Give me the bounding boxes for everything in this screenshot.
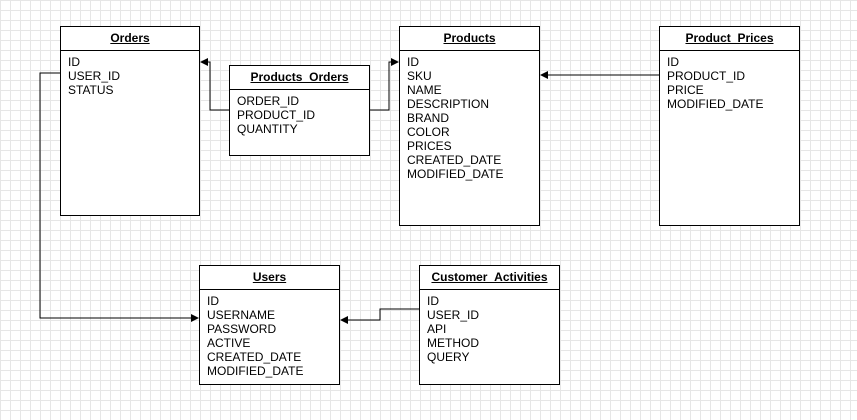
products-table[interactable]: Products ID SKU NAME DESCRIPTION BRAND C… (399, 26, 540, 226)
products-field-sku: SKU (407, 69, 432, 83)
orders-field-status: STATUS (68, 83, 114, 97)
product-prices-field-product-id: PRODUCT_ID (667, 69, 746, 83)
products-table-title: Products (400, 27, 539, 51)
product-prices-field-modified-date: MODIFIED_DATE (667, 97, 764, 111)
connector-products-orders-to-products (369, 58, 399, 111)
customer-activities-field-list: ID USER_ID API METHOD QUERY (420, 290, 559, 364)
users-table-title: Users (200, 266, 339, 290)
products-field-brand: BRAND (407, 111, 450, 125)
product-prices-field-price: PRICE (667, 83, 704, 97)
products-orders-field-order-id: ORDER_ID (237, 94, 300, 108)
products-field-prices: PRICES (407, 139, 452, 153)
orders-field-user-id: USER_ID (68, 69, 121, 83)
products-orders-field-list: ORDER_ID PRODUCT_ID QUANTITY (230, 90, 369, 136)
customer-activities-field-query: QUERY (427, 350, 470, 364)
orders-field-id: ID (68, 55, 80, 69)
products-field-modified-date: MODIFIED_DATE (407, 167, 504, 181)
connector-customer-activities-to-users (340, 308, 419, 324)
products-orders-table-title: Products_Orders (230, 66, 369, 90)
customer-activities-table-title: Customer_Activities (420, 266, 559, 290)
users-field-created-date: CREATED_DATE (207, 350, 302, 364)
products-field-id: ID (407, 55, 419, 69)
customer-activities-field-api: API (427, 322, 447, 336)
products-orders-table[interactable]: Products_Orders ORDER_ID PRODUCT_ID QUAN… (229, 65, 370, 156)
products-orders-field-quantity: QUANTITY (237, 122, 298, 136)
connector-products-orders-to-orders (200, 58, 229, 111)
customer-activities-table[interactable]: Customer_Activities ID USER_ID API METHO… (419, 265, 560, 385)
users-field-password: PASSWORD (207, 322, 277, 336)
customer-activities-field-method: METHOD (427, 336, 479, 350)
products-orders-field-product-id: PRODUCT_ID (237, 108, 316, 122)
users-table[interactable]: Users ID USERNAME PASSWORD ACTIVE CREATE… (199, 265, 340, 385)
products-field-created-date: CREATED_DATE (407, 153, 502, 167)
users-field-list: ID USERNAME PASSWORD ACTIVE CREATED_DATE… (200, 290, 339, 378)
orders-table[interactable]: Orders ID USER_ID STATUS (60, 26, 200, 216)
products-field-list: ID SKU NAME DESCRIPTION BRAND COLOR PRIC… (400, 51, 539, 181)
orders-table-title: Orders (61, 27, 199, 51)
customer-activities-field-id: ID (427, 294, 439, 308)
orders-field-list: ID USER_ID STATUS (61, 51, 199, 97)
connector-orders-to-users (39, 72, 199, 322)
users-field-active: ACTIVE (207, 336, 251, 350)
product-prices-field-id: ID (667, 55, 679, 69)
products-field-description: DESCRIPTION (407, 97, 490, 111)
product-prices-table[interactable]: Product_Prices ID PRODUCT_ID PRICE MODIF… (659, 26, 800, 226)
customer-activities-field-user-id: USER_ID (427, 308, 480, 322)
users-field-username: USERNAME (207, 308, 276, 322)
products-field-color: COLOR (407, 125, 450, 139)
users-field-id: ID (207, 294, 219, 308)
product-prices-field-list: ID PRODUCT_ID PRICE MODIFIED_DATE (660, 51, 799, 111)
users-field-modified-date: MODIFIED_DATE (207, 364, 304, 378)
products-field-name: NAME (407, 83, 442, 97)
product-prices-table-title: Product_Prices (660, 27, 799, 51)
